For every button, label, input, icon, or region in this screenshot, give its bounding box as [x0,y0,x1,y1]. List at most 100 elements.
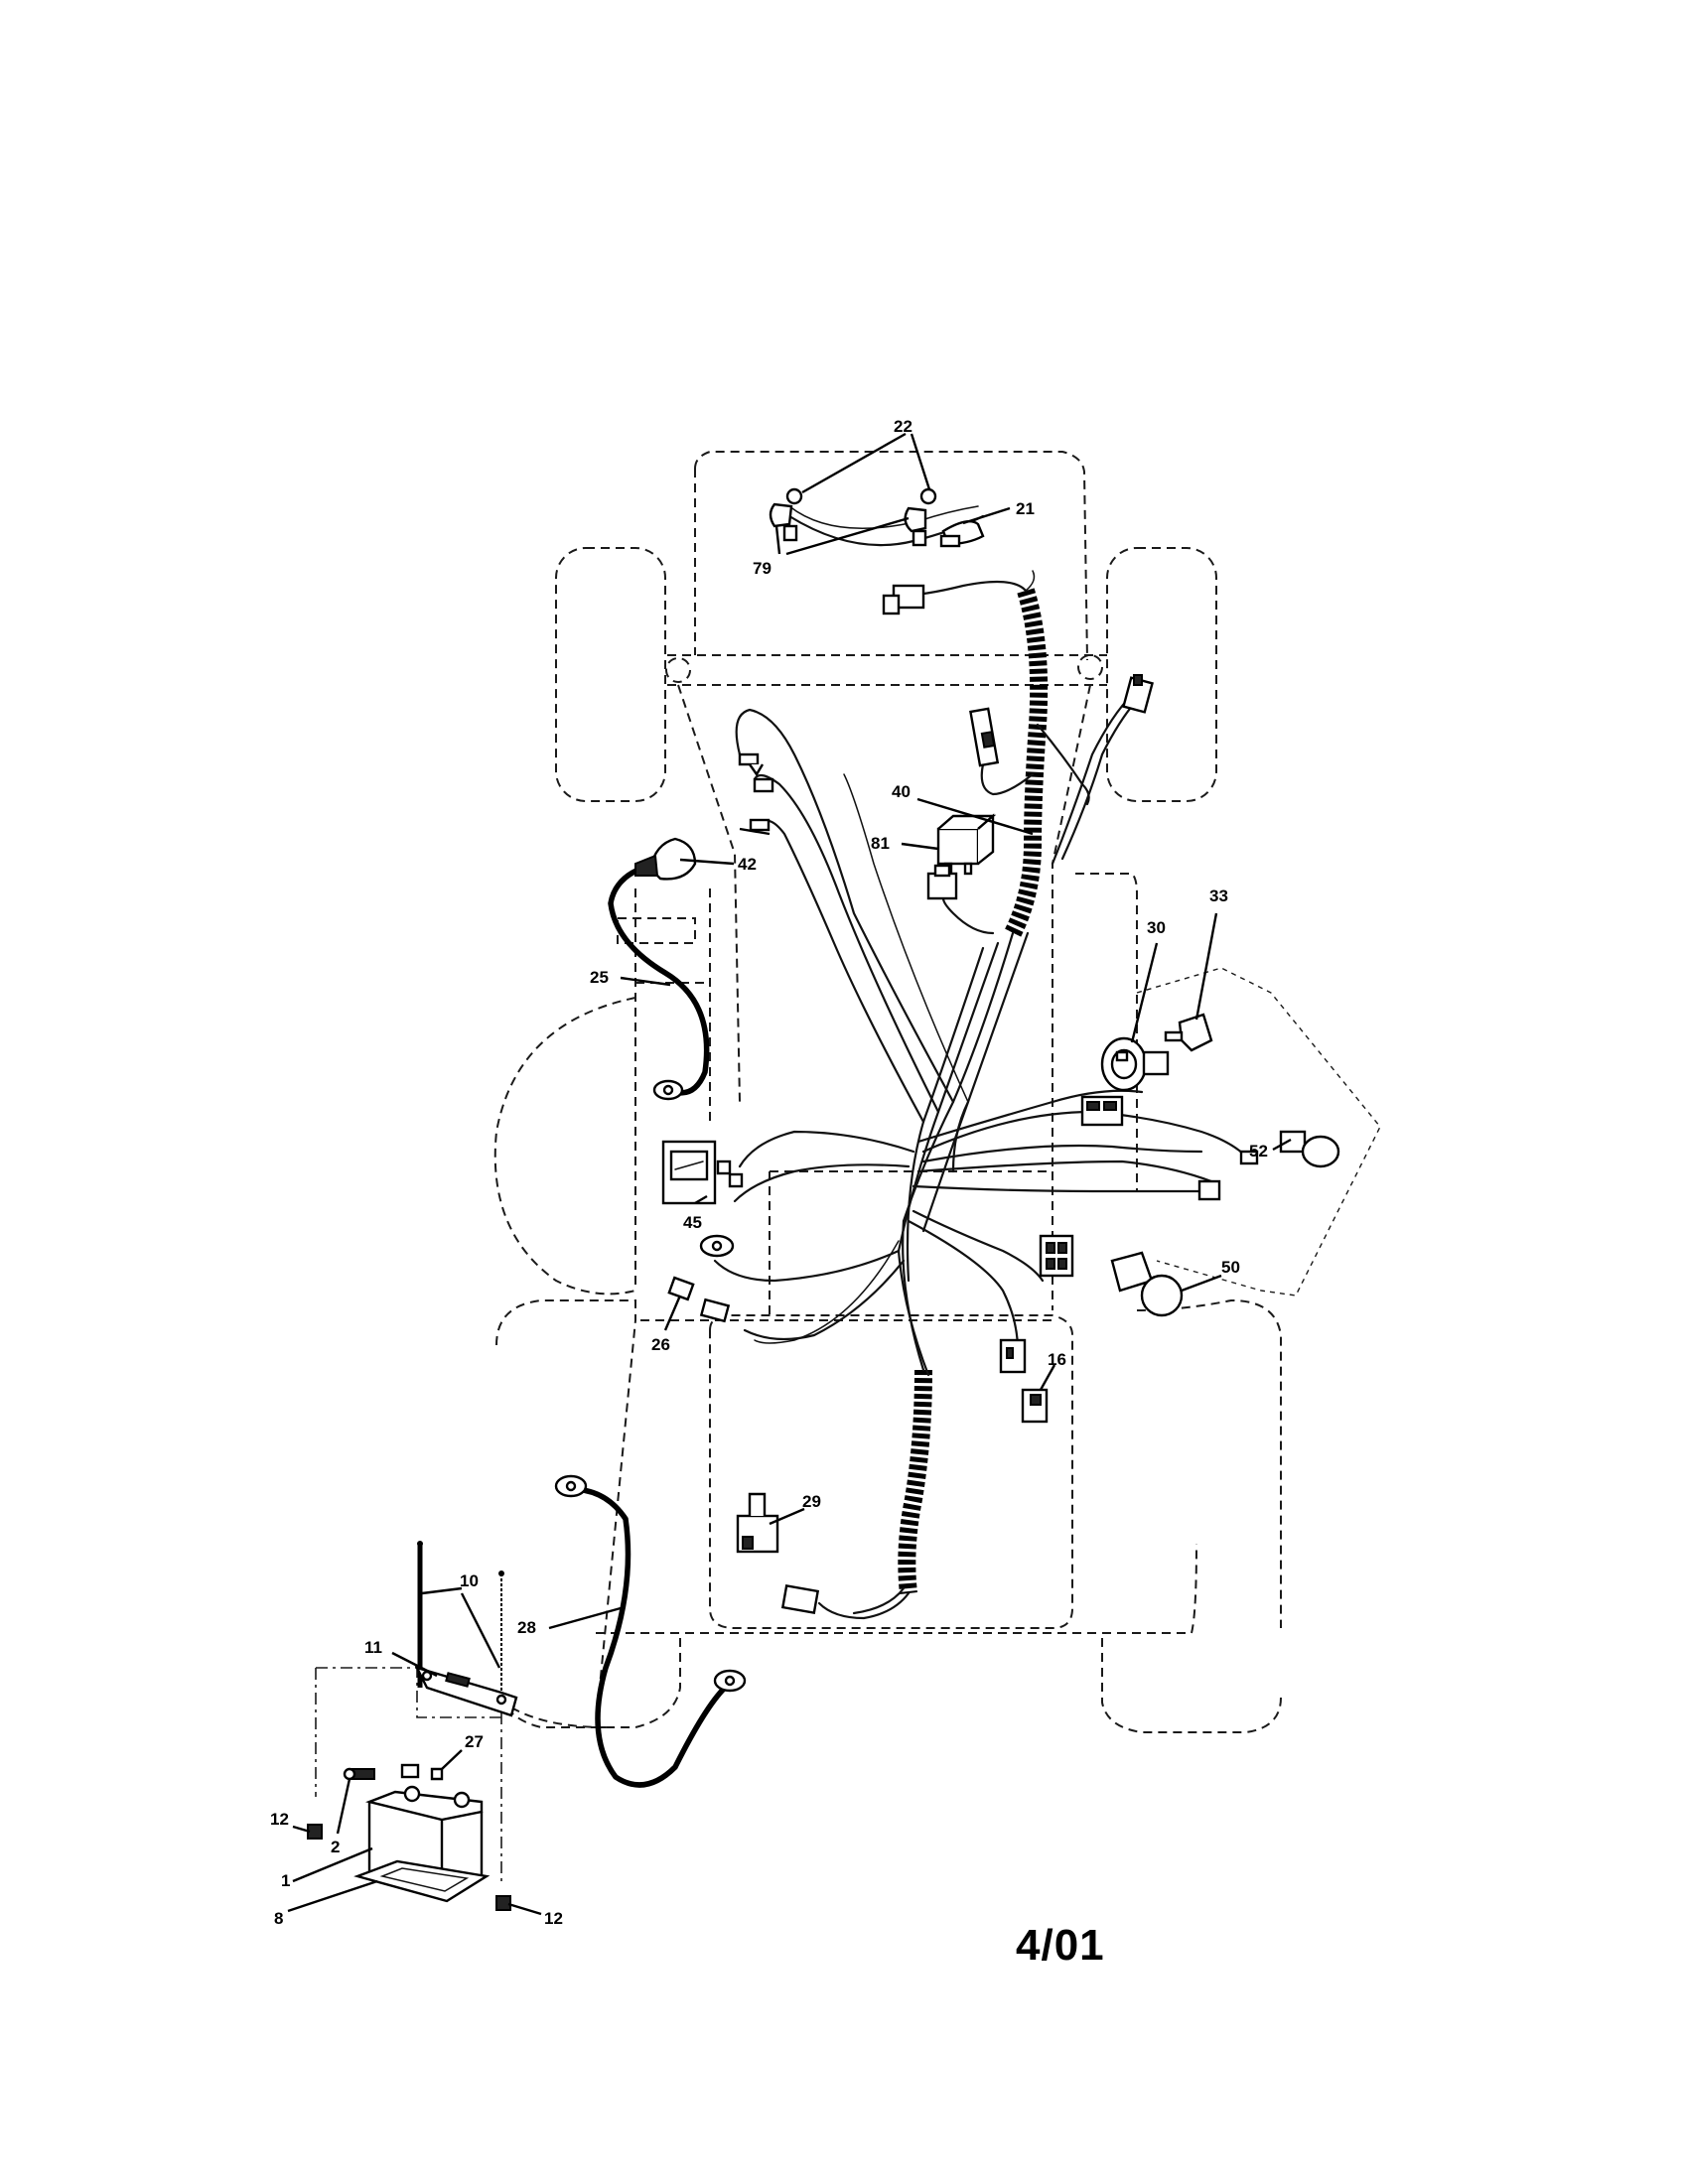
leader-10-b [460,1592,501,1669]
front-right-wheel-outline [1106,547,1217,802]
rear-edge-line [596,1543,1197,1634]
callout-45: 45 [683,1213,702,1232]
harness-coil-lower [898,1369,932,1594]
terminal-upper [738,752,760,766]
terminal-bullet [753,777,774,793]
front-right-plug [1122,674,1154,714]
rear-fender-right [1136,1298,1282,1628]
callout-12-right: 12 [544,1909,563,1928]
rear-left-wheel-outline [500,1638,681,1728]
wire-left-branch-4 [843,773,969,1103]
callout-22: 22 [894,417,912,436]
rear-right-wheel-outline [1101,1638,1282,1733]
callout-26: 26 [651,1335,670,1354]
callout-33: 33 [1209,887,1228,905]
wire-to-seat-plug [916,1160,1213,1183]
leader-2 [336,1778,351,1835]
leader-33 [1194,912,1218,1021]
wire-to-plug-right [912,1184,1208,1193]
battery-tray-8 [353,1859,491,1903]
pto-switch [969,707,1000,767]
leader-28 [548,1606,622,1630]
plug-end-upper-right [1239,1150,1259,1165]
wire-to-seat-switch [817,1591,911,1620]
callout-labels: 22 21 79 40 81 42 33 30 25 52 45 50 26 1… [270,417,1268,1928]
front-plug-socket [882,594,901,615]
switch-16 [1021,1388,1049,1424]
hold-down-rods-10 [417,1541,504,1698]
seat-switch-29 [736,1492,779,1554]
wire-to-ammeter-2 [733,1163,911,1203]
rear-body-outline [495,1299,636,1728]
leader-25 [620,976,671,987]
callout-79: 79 [753,559,772,578]
battery-cable-28 [568,1486,728,1788]
wire-to-connector-mid [941,896,995,935]
terminal-cap-42 [634,837,697,881]
callout-42: 42 [738,855,757,874]
leader-26 [663,1295,682,1331]
wire-to-left-loop [735,708,955,1104]
main-harness [713,505,1248,1620]
trunk-wire-5 [951,1100,970,1173]
hood-outline [694,451,1088,661]
wire-to-front-right-plug [1051,693,1134,866]
battery-tray-link [510,1706,607,1728]
callout-50: 50 [1221,1258,1240,1277]
cable-28-terminal-top [554,1474,588,1498]
leader-29 [769,1507,805,1526]
wire-to-ring-terminal [713,1249,901,1283]
ring-terminal-center [699,1234,735,1258]
front-axle-pivot-left [665,657,691,683]
battery-bolt-2 [343,1767,375,1781]
wire-to-pto-switch [980,762,1035,796]
connector-mid [926,864,958,900]
leader-22-a [801,432,907,494]
leader-16 [1039,1364,1056,1391]
leader-30 [1130,942,1159,1043]
leader-79-b [785,516,910,556]
harness-coil-upper [1004,588,1049,938]
callout-25: 25 [590,968,609,987]
right-console-outline [1136,967,1381,1297]
ignition-switch-30 [1100,1036,1170,1092]
wire-to-rear-plug-2 [907,1219,1020,1352]
terminal-45-a [716,1160,732,1175]
leader-1 [292,1846,373,1883]
plug-end-lower-right [1197,1179,1221,1201]
leader-40 [916,797,1034,836]
callout-29: 29 [802,1492,821,1511]
leader-42 [679,858,735,866]
leader-12-left [292,1825,311,1834]
wire-to-fuse-2 [754,1240,900,1344]
nut-12-left [307,1824,323,1840]
tractor-outline [315,451,1381,1886]
wire-to-fuse [743,1259,906,1341]
wire-to-ammeter [738,1130,915,1168]
wire-to-terminal-b [758,819,925,1124]
callout-12-left: 12 [270,1810,289,1829]
front-left-wheel-outline [555,547,666,802]
headlight-wire-2 [788,505,979,529]
ignition-key-33 [1164,1013,1213,1052]
wire-to-front-right-plug-2 [1060,693,1144,861]
frame-rail-left [677,684,741,1103]
terminal-bolt-27 [400,1763,444,1781]
headlight-left [769,487,803,542]
leader-52 [1272,1138,1292,1152]
wire-to-right-connector-2 [921,1144,1203,1163]
wire-to-ignition [916,1089,1144,1144]
trunk-to-lower-coil [902,1219,925,1372]
ring-terminal-25 [652,1079,684,1101]
leader-8 [287,1879,378,1913]
callout-21: 21 [1016,499,1035,518]
front-axle-pivot-right [1077,654,1103,680]
rear-plug [999,1338,1027,1374]
terminal-upper-tip [749,763,765,777]
callout-40: 40 [892,782,911,801]
fuse-holder [699,1297,731,1323]
bulb-52 [1279,1130,1340,1168]
cable-28-terminal-bottom [713,1669,747,1693]
nut-12-right [495,1895,511,1911]
